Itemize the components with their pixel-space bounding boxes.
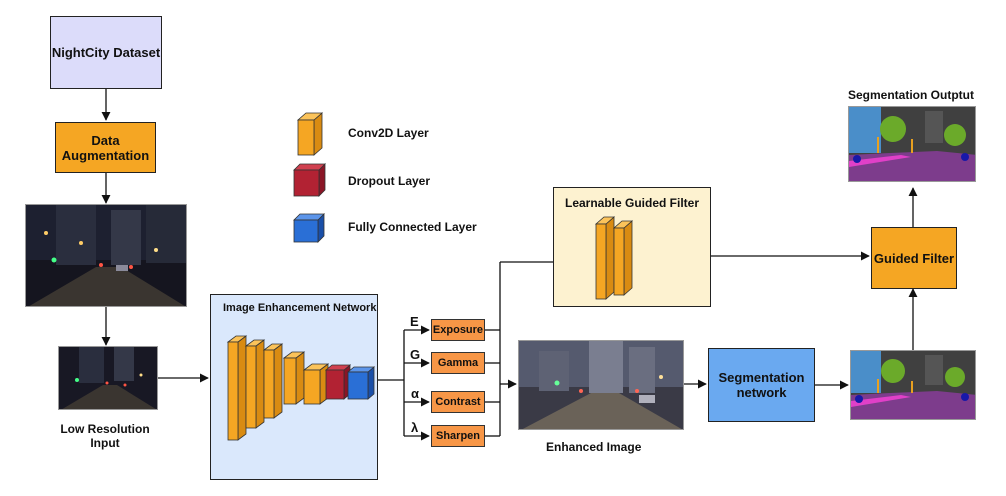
filter-contrast-label: Contrast [435, 396, 481, 408]
conv-layer-2 [244, 339, 266, 429]
filter-sharpen-box: Sharpen [431, 425, 485, 447]
dataset-label: NightCity Dataset [51, 45, 161, 60]
enhanced-image-caption: Enhanced Image [546, 440, 642, 454]
filter-gamma-label: Gamma [437, 357, 479, 369]
lgf-conv-layer-2 [612, 220, 634, 296]
guided-filter-box: Guided Filter [871, 227, 957, 289]
segmentation-network-box: Segmentation network [708, 348, 815, 422]
legend-fc-icon [293, 213, 325, 243]
filter-sharpen-label: Sharpen [435, 430, 480, 442]
dataset-box: NightCity Dataset [50, 16, 162, 89]
network-layers [226, 335, 376, 441]
augmentation-label: Data Augmentation [61, 132, 150, 163]
filter-contrast-box: Contrast [431, 391, 485, 413]
conv-layer-3 [262, 343, 284, 419]
conv-layer-1 [226, 335, 248, 441]
low-res-photo [58, 346, 158, 410]
learnable-guided-filter-label: Learnable Guided Filter [564, 196, 700, 210]
segmentation-map [850, 350, 976, 420]
filter-symbol-exposure: E [410, 314, 419, 329]
filter-symbol-contrast: α [411, 386, 419, 401]
filter-symbol-sharpen: λ [411, 420, 419, 435]
fc-layer [346, 366, 376, 400]
learnable-filter-layers [594, 216, 634, 300]
legend-icons [293, 112, 326, 243]
legend-conv-label: Conv2D Layer [348, 126, 429, 140]
enhancement-network-label: Image Enhancement Network [223, 302, 377, 314]
night-street-photo [25, 204, 187, 307]
guided-filter-label: Guided Filter [873, 250, 955, 266]
legend-dropout-label: Dropout Layer [348, 174, 431, 188]
augmentation-box: Data Augmentation [55, 122, 156, 173]
lgf-conv-layer-1 [594, 216, 616, 300]
legend-fc-label: Fully Connected Layer [348, 220, 477, 234]
conv-layer-5 [302, 363, 330, 405]
legend-dropout-icon [293, 163, 326, 197]
dropout-layer [324, 364, 352, 400]
segmentation-output-caption: Segmentation Outptut [848, 88, 974, 102]
filter-exposure-label: Exposure [432, 324, 484, 336]
filter-gamma-box: Gamma [431, 352, 485, 374]
filter-exposure-box: Exposure [431, 319, 485, 341]
low-res-caption: Low Resolution Input [60, 422, 150, 450]
segmentation-network-label: Segmentation network [718, 370, 805, 400]
legend-conv-icon [296, 112, 324, 156]
filter-symbol-gamma: G [410, 347, 421, 362]
conv-layer-4 [282, 351, 306, 405]
enhanced-image-photo [518, 340, 684, 430]
segmentation-output-map [848, 106, 976, 182]
